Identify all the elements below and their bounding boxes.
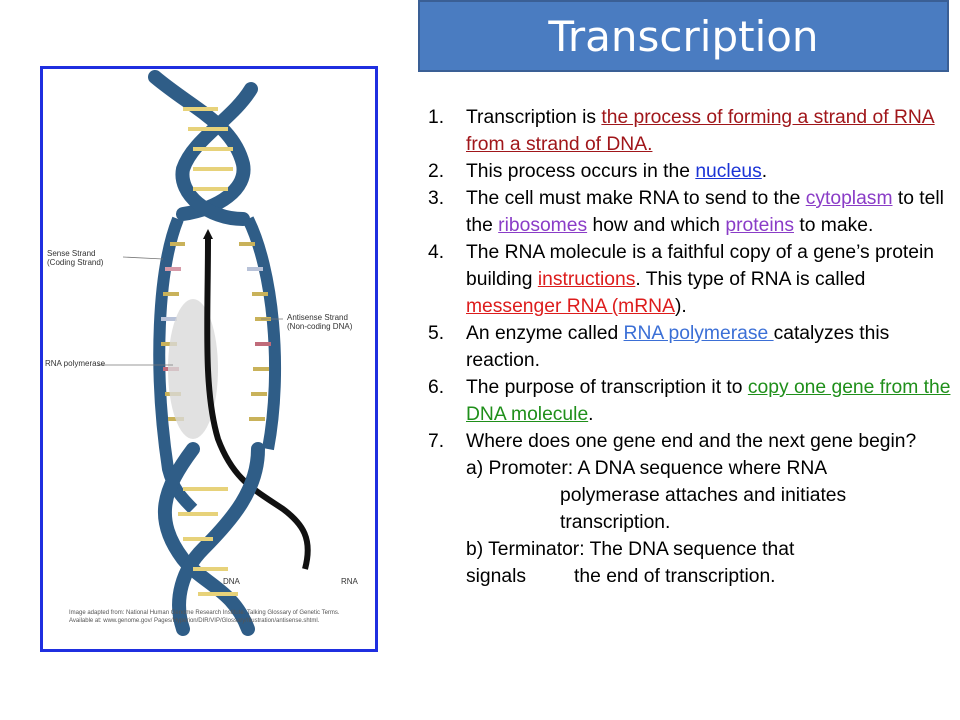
rna-polymerase-link[interactable]: RNA polymerase xyxy=(623,323,774,344)
term-link[interactable]: the process of forming a strand of RNA f… xyxy=(466,107,935,155)
page-title: Transcription xyxy=(548,11,819,61)
list-item: 7.Where does one gene end and the next g… xyxy=(428,431,917,452)
nucleus-link[interactable]: nucleus xyxy=(695,161,762,182)
copy-gene-link[interactable]: copy one gene from the DNA molecule xyxy=(466,377,951,425)
promoter-heading: a) Promoter: A DNA sequence where RNA xyxy=(466,458,828,479)
numbered-list: 1.Transcription is the process of formin… xyxy=(418,104,958,590)
terminator-heading: b) Terminator: The DNA sequence that xyxy=(466,539,795,560)
list-item: 5.An enzyme called RNA polymerase cataly… xyxy=(428,323,890,371)
sense-strand-label: Sense Strand(Coding Strand) xyxy=(47,249,104,267)
instructions-link[interactable]: instructions xyxy=(537,269,636,290)
dna-label: DNA xyxy=(223,577,240,586)
mrna-link[interactable]: messenger RNA (mRNA xyxy=(466,296,675,317)
title-banner: Transcription xyxy=(418,0,949,72)
list-item: 3.The cell must make RNA to send to the … xyxy=(428,188,944,236)
dna-transcription-figure: Sense Strand(Coding Strand) Antisense St… xyxy=(40,66,378,652)
image-credit: Image adapted from: National Human Genom… xyxy=(69,610,340,624)
dna-helix-illustration xyxy=(98,70,311,636)
list-item: 6.The purpose of transcription it to cop… xyxy=(428,377,951,425)
proteins-link[interactable]: proteins xyxy=(725,215,794,236)
list-item: 1.Transcription is the process of formin… xyxy=(428,107,935,155)
list-item: 4.The RNA molecule is a faithful copy of… xyxy=(428,242,935,317)
rna-label: RNA xyxy=(341,577,358,586)
rna-polymerase-label: RNA polymerase xyxy=(45,359,106,368)
promoter-text: polymerase attaches and initiates transc… xyxy=(560,485,847,533)
antisense-strand-label: Antisense Strand(Non-coding DNA) xyxy=(287,313,353,331)
cytoplasm-link[interactable]: cytoplasm xyxy=(805,188,893,209)
ribosomes-link[interactable]: ribosomes xyxy=(498,215,588,236)
list-item: 2. This process occurs in the nucleus. xyxy=(428,161,768,182)
